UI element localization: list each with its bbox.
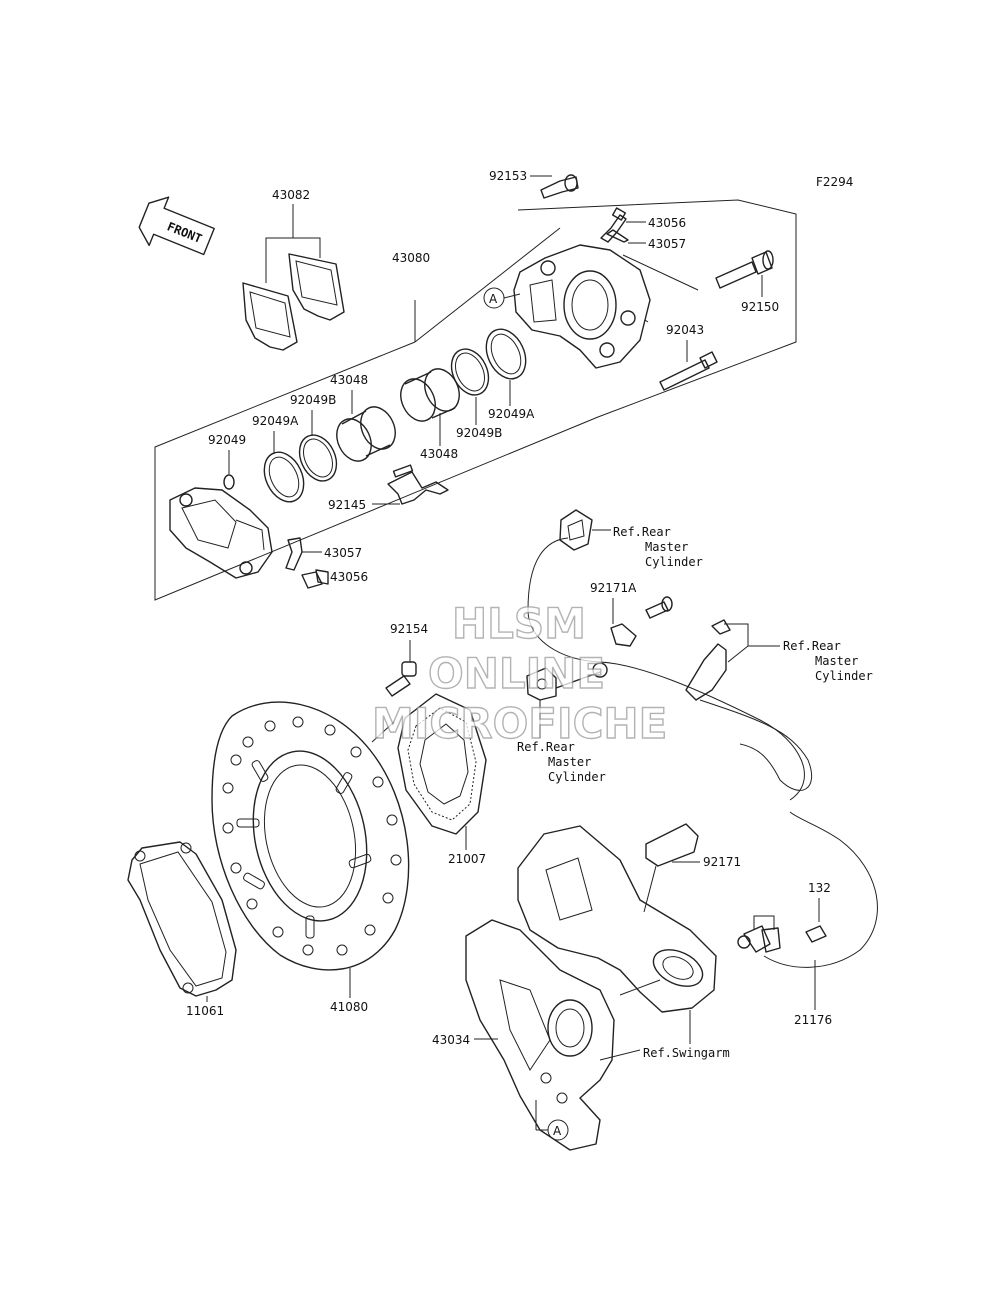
part-label-92150: 92150 [741,300,779,314]
ref-master-cylinder-1-line1: Ref.Rear [613,525,671,539]
part-label-43057-bottom: 43057 [324,546,362,560]
part-label-92049: 92049 [208,433,246,447]
svg-text:A: A [553,1124,562,1138]
ref-swingarm: Ref.Swingarm [643,1046,730,1060]
part-label-92049B-right: 92049B [456,426,502,440]
brake-disc [211,701,410,971]
bolt-92171A [645,596,673,619]
part-label-41080: 41080 [330,1000,368,1014]
part-label-92049A-right: 92049A [488,407,535,421]
part-label-132: 132 [808,881,831,895]
part-label-92049A-left: 92049A [252,414,299,428]
bleeder-cap-bottom [285,537,303,571]
abs-sensor-connector [527,509,805,801]
caliper-assembly-frame [154,199,797,601]
part-label-43048-top: 43048 [330,373,368,387]
part-label-43048-bottom: 43048 [420,447,458,461]
piston-43048-right [400,368,460,422]
part-label-11061: 11061 [186,1004,224,1018]
caliper-body-inner [169,487,273,579]
ref-master-cylinder-3-line3: Cylinder [815,669,873,683]
bracket-92171A [610,623,637,647]
ref-master-cylinder-2-line3: Cylinder [548,770,606,784]
watermark-line-2: ONLINE [428,649,605,698]
part-label-43082: 43082 [272,188,310,202]
seal-92049B-right [450,348,490,396]
bolt-92154 [385,661,417,697]
part-label-21176: 21176 [794,1013,832,1027]
part-label-92171: 92171 [703,855,741,869]
seal-92049A-left [263,451,305,503]
ref-master-cylinder-1-line3: Cylinder [645,555,703,569]
bleeder-valve-top [600,207,629,243]
part-label-43034: 43034 [432,1033,470,1047]
caliper-mount-plate [465,919,615,1151]
ref-master-cylinder-2-line2: Master [548,755,591,769]
seal-92049A-right [485,328,527,380]
part-label-43056-top: 43056 [648,216,686,230]
part-label-21007: 21007 [448,852,486,866]
hose-fitting [526,662,608,701]
callout-a-top: A [483,287,521,309]
pad-spring-92145 [387,464,449,505]
part-label-92049B-left: 92049B [290,393,336,407]
bracket-92171 [645,823,699,867]
watermark-line-1: HLSM [452,599,586,648]
svg-text:A: A [489,292,498,306]
bleeder-valve-bottom [301,569,329,589]
brake-pad-set [242,237,345,351]
part-label-43080: 43080 [392,251,430,265]
wheel-speed-sensor [737,811,878,968]
seal-92049B-left [298,434,338,482]
abs-sensor-ring [397,693,487,835]
callout-a-bottom: A [535,1100,569,1141]
part-label-43057-top: 43057 [648,237,686,251]
caliper-bracket [517,825,717,1013]
ref-master-cylinder-2-line1: Ref.Rear [517,740,575,754]
part-label-92171A: 92171A [590,581,637,595]
bolt-92150 [715,250,774,289]
gasket [127,841,237,997]
ref-master-cylinder-3-line2: Master [815,654,858,668]
bolt-132 [805,925,827,943]
watermark: HLSM ONLINE MICROFICHE [371,598,668,748]
ref-master-cylinder-3-line1: Ref.Rear [783,639,841,653]
part-label-92153: 92153 [489,169,527,183]
bolt-92153 [540,174,579,199]
watermark-line-3: MICROFICHE [372,699,667,748]
pin-92043 [659,351,718,391]
ref-master-cylinder-1-line2: Master [645,540,688,554]
front-direction-arrow: FRONT [138,196,215,256]
piston-43048-left [336,406,396,462]
figure-code: F2294 [816,175,853,189]
part-label-92154: 92154 [390,622,428,636]
part-label-92043: 92043 [666,323,704,337]
hose-bracket-right [685,619,813,791]
caliper-body-outer [513,244,651,369]
oring-92049 [223,474,235,490]
part-label-92145: 92145 [328,498,366,512]
part-label-43056-bottom: 43056 [330,570,368,584]
